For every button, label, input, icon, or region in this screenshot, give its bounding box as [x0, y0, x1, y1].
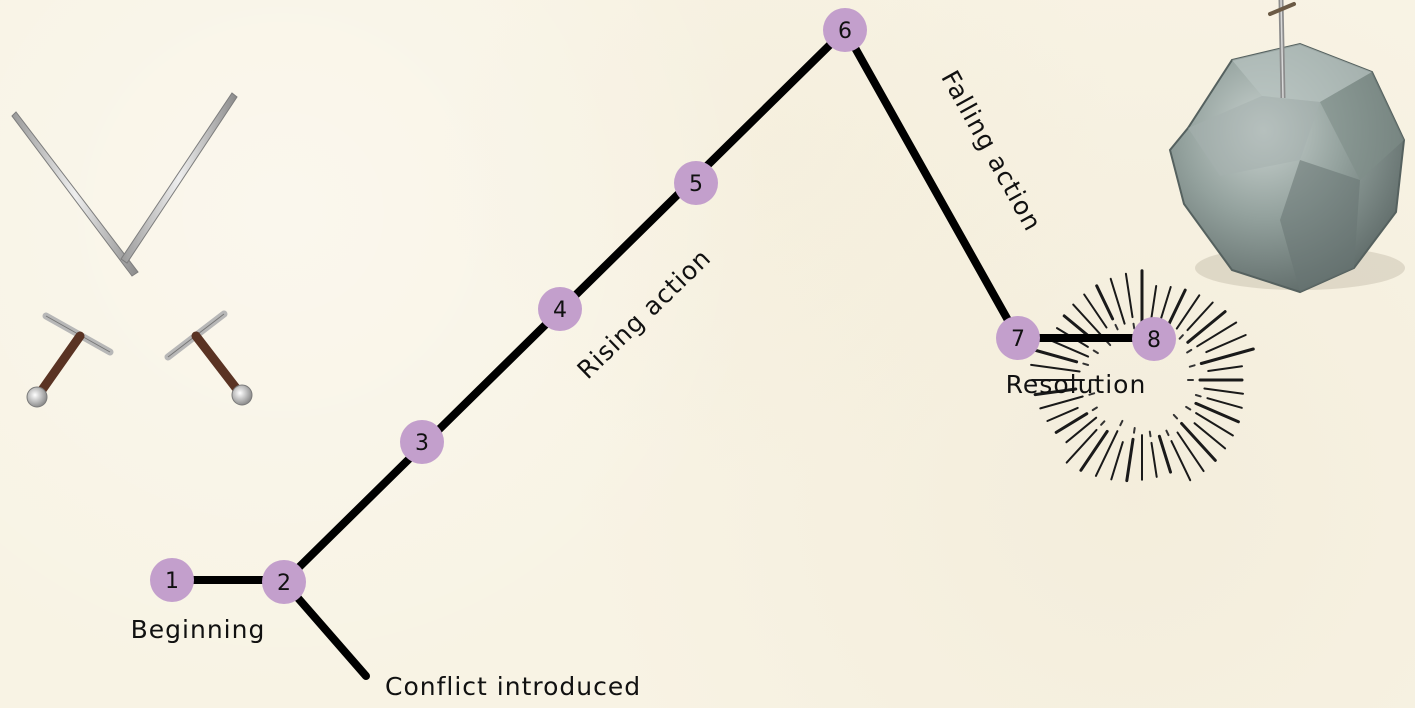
caption-resolution: Resolution	[1006, 370, 1147, 399]
sunburst-tick	[1172, 413, 1179, 420]
sunburst-ray	[1109, 277, 1126, 325]
sunburst-ray	[1176, 431, 1205, 473]
sunburst-ray	[1206, 397, 1243, 409]
sunburst-ray	[1170, 440, 1192, 482]
sunburst-ray	[1195, 412, 1234, 437]
node-label: 6	[838, 19, 852, 44]
sunburst-ray	[1030, 363, 1081, 373]
sunburst-ray	[1157, 434, 1172, 474]
sunburst-ray	[1110, 441, 1124, 481]
node-7: 7	[996, 316, 1040, 360]
sunburst-ray	[1039, 395, 1084, 410]
sunburst-tick	[1188, 364, 1196, 368]
crossed-swords-icon	[11, 92, 253, 408]
sunburst-tick	[1105, 340, 1112, 347]
sunburst-ray	[1125, 437, 1135, 483]
sunburst-tick	[1091, 406, 1098, 412]
sunburst-icon	[1030, 269, 1255, 483]
sunburst-ray	[1046, 406, 1079, 422]
sunburst-ray	[1186, 301, 1214, 332]
node-label: 5	[689, 172, 703, 197]
sunburst-tick	[1194, 394, 1202, 398]
caption-conflict: Conflict introduced	[385, 672, 641, 701]
sunburst-ray	[1165, 288, 1187, 331]
node-2: 2	[262, 560, 306, 604]
node-4: 4	[538, 287, 582, 331]
caption-falling-action: Falling action	[935, 66, 1047, 236]
sunburst-ray	[1150, 441, 1158, 478]
node-6: 6	[823, 8, 867, 52]
sunburst-ray	[1203, 387, 1244, 395]
node-3: 3	[400, 420, 444, 464]
sunburst-ray	[1095, 284, 1115, 321]
sunburst-ray	[1194, 401, 1240, 424]
sunburst-ray	[1186, 310, 1227, 344]
sunburst-ray	[1205, 334, 1247, 354]
node-5: 5	[674, 161, 718, 205]
sunburst-ray	[1207, 365, 1243, 372]
sunburst-ray	[1072, 303, 1104, 338]
node-1: 1	[150, 558, 194, 602]
node-label: 7	[1011, 327, 1025, 352]
sunburst-tick	[1088, 392, 1096, 396]
sunburst-ray	[1180, 422, 1217, 462]
sunburst-ray	[1199, 347, 1255, 365]
sword-left-icon	[11, 111, 139, 408]
node-8: 8	[1132, 317, 1176, 361]
sunburst-ray	[1065, 428, 1098, 464]
sunburst-tick	[1178, 334, 1184, 340]
sunburst-tick	[1100, 420, 1106, 426]
sunburst-ray	[1033, 387, 1078, 397]
sunburst-ray	[1065, 416, 1098, 444]
sword-right-icon	[120, 92, 253, 406]
sunburst-ray	[1083, 293, 1108, 329]
sunburst-tick	[1133, 427, 1136, 434]
sunburst-tick	[1114, 323, 1119, 331]
segment-6-7	[841, 26, 1022, 342]
sunburst-ray	[1196, 321, 1238, 348]
sword-in-stone-icon	[1168, 0, 1406, 294]
sunburst-ray	[1031, 348, 1079, 364]
node-label: 3	[415, 431, 429, 456]
caption-beginning: Beginning	[131, 615, 266, 644]
caption-rising-action: Rising action	[571, 243, 716, 385]
sunburst-tick	[1148, 430, 1152, 438]
sunburst-tick	[1119, 419, 1124, 427]
node-label: 4	[553, 298, 567, 323]
sunburst-ray	[1054, 412, 1089, 434]
node-label: 8	[1147, 328, 1161, 353]
sunburst-ray	[1175, 294, 1201, 330]
sunburst-ray	[1124, 272, 1134, 319]
sunburst-ray	[1079, 429, 1109, 472]
sunburst-tick	[1165, 429, 1170, 437]
node-label: 2	[277, 571, 291, 596]
sunburst-tick	[1092, 349, 1099, 355]
sunburst-tick	[1185, 405, 1192, 411]
sunburst-ray	[1062, 314, 1091, 339]
sunburst-ray	[1193, 422, 1227, 450]
node-label: 1	[165, 569, 179, 594]
sunburst-ray	[1160, 286, 1172, 319]
sunburst-tick	[1186, 348, 1193, 354]
sunburst-ray	[1094, 430, 1119, 477]
sunburst-tick	[1132, 322, 1136, 330]
sunburst-ray	[1150, 285, 1158, 322]
sunburst-tick	[1082, 362, 1090, 366]
